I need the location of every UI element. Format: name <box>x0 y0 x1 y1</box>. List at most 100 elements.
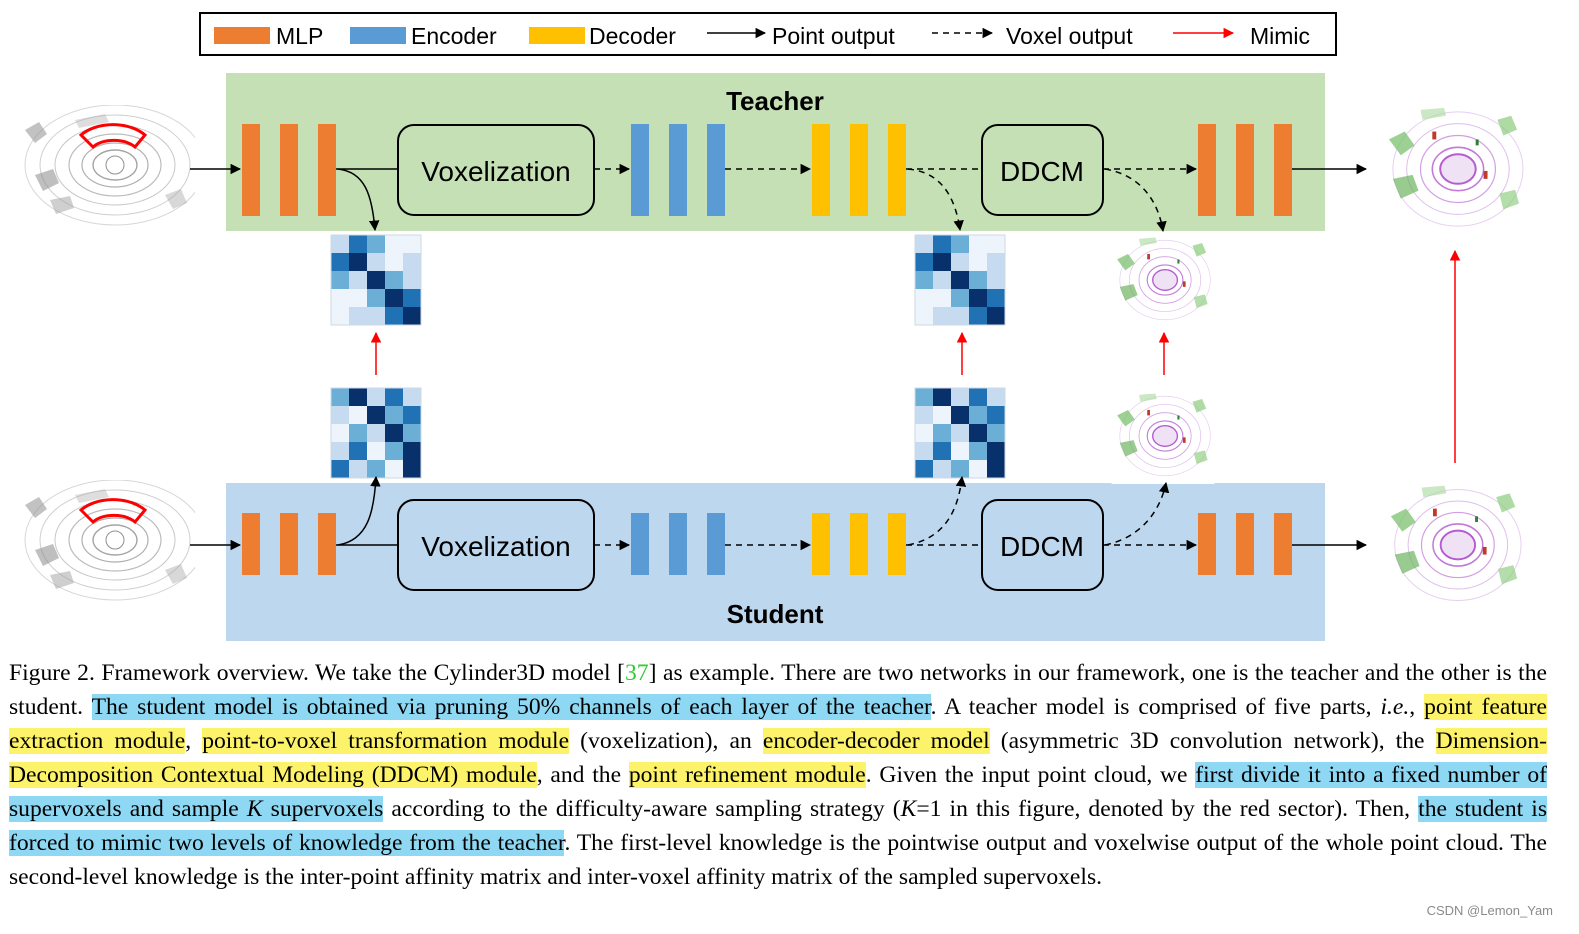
affinity-cell <box>969 307 987 325</box>
affinity-cell <box>385 424 403 442</box>
caption-text: . The first-level knowledge is the point… <box>9 830 1548 890</box>
affinity-cell <box>915 307 933 325</box>
affinity-matrix-icon <box>330 387 422 479</box>
affinity-cell <box>915 271 933 289</box>
affinity-cell <box>403 271 421 289</box>
student-flow-arrows <box>190 475 1368 551</box>
affinity-cell <box>933 307 951 325</box>
affinity-cell <box>349 235 367 253</box>
affinity-cell <box>385 442 403 460</box>
encoder-swatch <box>350 27 406 44</box>
affinity-cell <box>933 406 951 424</box>
affinity-cell <box>987 289 1005 307</box>
caption-text: first divide it into a fixed number of s… <box>9 762 1548 822</box>
affinity-cell <box>969 424 987 442</box>
affinity-cell <box>951 271 969 289</box>
point-cloud-input-icon <box>15 480 195 610</box>
affinity-cell <box>367 271 385 289</box>
affinity-cell <box>951 424 969 442</box>
teacher-encoder-bar <box>669 124 687 216</box>
segmentation-output-icon <box>1110 388 1216 484</box>
affinity-cell <box>987 253 1005 271</box>
affinity-cell <box>367 460 385 478</box>
student-mlp-bar <box>318 513 336 575</box>
student-ddcm-label: DDCM <box>1000 531 1084 562</box>
affinity-cell <box>951 460 969 478</box>
teacher-decoder-bar <box>850 124 868 216</box>
figure-caption: Figure 2. Framework overview. We take th… <box>9 656 1548 894</box>
affinity-cell <box>349 289 367 307</box>
caption-text: , <box>185 728 203 754</box>
student-title: Student <box>727 599 824 629</box>
affinity-cell <box>331 253 349 271</box>
student-encoder-bar <box>631 513 649 575</box>
caption-text: , <box>1409 694 1425 720</box>
affinity-cell <box>349 253 367 271</box>
affinity-cell <box>403 388 421 406</box>
affinity-cell <box>915 253 933 271</box>
teacher-panel <box>226 73 1325 231</box>
affinity-cell <box>403 253 421 271</box>
affinity-matrix-icon <box>914 234 1006 326</box>
affinity-cell <box>915 442 933 460</box>
affinity-cell <box>915 406 933 424</box>
student-refine-bar <box>1236 513 1254 575</box>
affinity-cell <box>385 271 403 289</box>
affinity-cell <box>367 424 385 442</box>
affinity-cell <box>987 460 1005 478</box>
citation-link[interactable]: 37 <box>625 660 649 686</box>
teacher-refine-bar <box>1274 124 1292 216</box>
affinity-cell <box>385 388 403 406</box>
highlight-yellow: encoder-decoder model <box>762 728 990 754</box>
student-decoder-bar <box>812 513 830 575</box>
highlight-blue: The student model is obtained via prunin… <box>91 694 931 720</box>
caption-italic: K <box>900 796 917 822</box>
student-encoder-bar <box>707 513 725 575</box>
affinity-cell <box>933 289 951 307</box>
affinity-cell <box>915 235 933 253</box>
teacher-mlp-bar <box>242 124 260 216</box>
legend-mimic-label: Mimic <box>1250 23 1310 49</box>
affinity-cell <box>969 289 987 307</box>
affinity-cell <box>915 460 933 478</box>
affinity-cell <box>367 235 385 253</box>
student-encoder-bar <box>669 513 687 575</box>
caption-paragraph: Figure 2. Framework overview. We take th… <box>9 656 1548 894</box>
affinity-cell <box>987 235 1005 253</box>
caption-text: (asymmetric 3D convolution network), the <box>989 728 1436 754</box>
teacher-flow-arrows <box>190 163 1368 233</box>
affinity-cell <box>331 406 349 424</box>
affinity-cell <box>349 460 367 478</box>
affinity-cell <box>933 253 951 271</box>
affinity-cell <box>385 253 403 271</box>
affinity-cell <box>969 460 987 478</box>
segmentation-output-icon <box>1379 100 1531 238</box>
affinity-cell <box>403 406 421 424</box>
teacher-refine-bar <box>1236 124 1254 216</box>
highlight-yellow: point refinement module <box>628 762 866 788</box>
affinity-cell <box>385 235 403 253</box>
affinity-cell <box>367 307 385 325</box>
affinity-cell <box>331 388 349 406</box>
teacher-mlp-bar <box>280 124 298 216</box>
affinity-cell <box>385 406 403 424</box>
student-voxelization-label: Voxelization <box>421 531 570 562</box>
affinity-cell <box>987 442 1005 460</box>
teacher-encoder-bar <box>631 124 649 216</box>
affinity-cell <box>367 388 385 406</box>
affinity-cell <box>349 271 367 289</box>
affinity-matrix-icon <box>330 234 422 326</box>
student-mlp-bar <box>280 513 298 575</box>
affinity-cell <box>349 307 367 325</box>
affinity-cell <box>933 388 951 406</box>
affinity-cell <box>915 289 933 307</box>
legend: MLP Encoder Decoder Point output Voxel o… <box>199 12 1337 56</box>
affinity-cell <box>987 307 1005 325</box>
teacher-voxelization-box <box>397 124 595 216</box>
teacher-ddcm-label: DDCM <box>1000 156 1084 187</box>
affinity-cell <box>331 307 349 325</box>
affinity-cell <box>969 271 987 289</box>
highlight-yellow: point-to-voxel transformation module <box>202 728 570 754</box>
legend-point-output-label: Point output <box>772 23 895 49</box>
teacher-decoder-bar <box>888 124 906 216</box>
